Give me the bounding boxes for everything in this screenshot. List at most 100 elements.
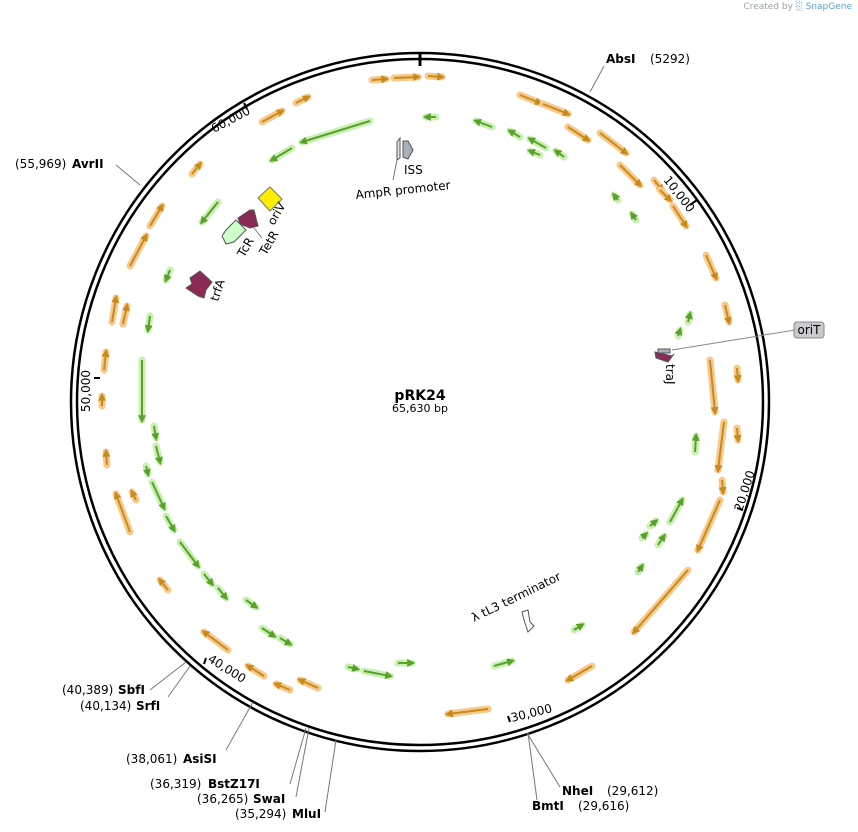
orf-arrow — [100, 348, 110, 374]
orf-arrow — [200, 628, 232, 654]
cds-arrow — [490, 657, 516, 670]
leader-bmti — [527, 732, 538, 801]
cds-arrow — [526, 147, 544, 159]
cds-arrow — [162, 266, 174, 284]
snapgene-credit: Created by ░ SnapGene — [743, 2, 852, 12]
cds-arrow — [214, 584, 230, 602]
iss-arrow-icon[interactable] — [402, 140, 414, 160]
credit-prefix: Created by — [743, 2, 793, 12]
orf-arrow — [718, 476, 727, 496]
traj-arrow-icon[interactable] — [654, 351, 675, 363]
orf-arrow — [669, 202, 690, 230]
cds-arrow — [148, 478, 168, 512]
orf-arrow — [424, 72, 446, 81]
site-sbfi-name[interactable]: SbfI — [118, 683, 145, 697]
site-asisi-name[interactable]: AsiSI — [183, 752, 217, 766]
site-mlui-name[interactable]: MluI — [292, 807, 321, 821]
traj-label: traJ — [663, 364, 677, 385]
site-bstz17i-name[interactable]: BstZ17I — [208, 777, 260, 791]
restriction-sites: AbsI (5292) (55,969) AvrII (40,389) SbfI… — [15, 52, 690, 821]
site-leaders — [115, 65, 605, 813]
orf-arrow — [128, 488, 140, 504]
site-bmti-name[interactable]: BmtI — [532, 799, 564, 813]
ampr-promoter-arrow-icon[interactable] — [396, 136, 401, 161]
cds-arrow — [152, 442, 164, 466]
cds-arrow — [610, 191, 622, 204]
leader-bstz17i — [289, 727, 307, 785]
cds-arrow — [506, 127, 524, 141]
tetr-label: TetR — [256, 228, 281, 258]
cds-arrow — [646, 517, 660, 530]
orit-badge[interactable] — [793, 321, 825, 339]
cds-arrow — [268, 144, 296, 164]
site-asisi-pos: (38,061) — [126, 752, 177, 766]
cds-arrow — [472, 117, 496, 131]
credit-brand: SnapGene — [805, 2, 852, 12]
cds-arrows — [138, 113, 700, 680]
cds-arrow — [666, 496, 686, 526]
leader-asisi — [225, 701, 254, 751]
site-nhei-pos: (29,612) — [607, 784, 658, 798]
cds-arrow — [242, 596, 260, 611]
site-swai-name[interactable]: SwaI — [253, 792, 285, 806]
leader-srfi — [167, 665, 191, 698]
site-srfi-name[interactable]: SrfI — [136, 699, 160, 713]
orit-leader — [671, 329, 796, 351]
cds-arrow — [526, 135, 550, 152]
orf-arrow — [146, 202, 166, 230]
terminator-label: λ tL3 terminator — [469, 569, 563, 624]
orf-arrow — [296, 676, 322, 692]
site-avrii-pos: (55,969) — [15, 157, 66, 171]
oriv-feature: oriV — [257, 186, 289, 228]
tcr-arrow-icon[interactable] — [221, 219, 247, 245]
cds-arrow — [570, 621, 586, 634]
ampr-promoter-label: AmpR promoter — [355, 178, 451, 202]
site-nhei-name[interactable]: NheI — [562, 784, 593, 798]
orf-arrow — [119, 302, 131, 328]
orf-arrow — [733, 424, 742, 444]
orf-arrow — [244, 662, 268, 680]
tick-label-50000: 50,000 — [79, 370, 93, 412]
cds-arrow — [691, 432, 700, 456]
site-swai-pos: (36,265) — [197, 792, 248, 806]
terminator-arrow-icon[interactable] — [521, 609, 535, 633]
orf-arrow — [706, 356, 719, 416]
leader-swai — [295, 727, 310, 798]
plasmid-name: pRK24 — [394, 388, 445, 404]
cds-arrow — [176, 538, 202, 570]
snapgene-logo-icon: ░ — [795, 2, 803, 12]
site-absi-pos: (5292) — [650, 52, 690, 66]
site-absi-name[interactable]: AbsI — [606, 52, 635, 66]
trfa-arrow-icon[interactable] — [185, 270, 213, 299]
orit-box-icon[interactable] — [657, 348, 671, 354]
plasmid-length: 65,630 bp — [392, 402, 448, 415]
cds-arrow — [654, 532, 668, 549]
orf-arrow — [630, 566, 692, 636]
orf-arrow — [733, 364, 742, 384]
tick-mark-10000 — [689, 199, 698, 206]
tetr-leader — [253, 227, 263, 239]
orf-arrow — [126, 232, 150, 270]
tick-mark-60000 — [243, 102, 248, 110]
cds-arrow — [552, 147, 568, 161]
cds-arrow — [150, 422, 160, 442]
leader-sbfi — [149, 661, 187, 691]
orf-arrow — [390, 73, 422, 82]
site-bmti-pos: (29,616) — [578, 799, 629, 813]
orf-arrow — [539, 100, 572, 118]
orf-arrow — [292, 93, 312, 107]
orf-arrow — [272, 680, 294, 694]
cds-arrow — [628, 210, 640, 224]
cds-arrow — [200, 570, 216, 588]
cds-arrow — [684, 310, 694, 326]
trfa-feature: trfA — [185, 270, 228, 303]
tick-mark-20000 — [736, 507, 744, 511]
orf-arrow — [596, 129, 630, 157]
orf-arrow — [156, 576, 172, 594]
site-avrii-name[interactable]: AvrII — [72, 157, 104, 171]
orf-arrow — [108, 294, 120, 326]
leader-absi — [589, 65, 605, 93]
ampr-promoter-leader — [392, 159, 398, 181]
oriv-box-icon[interactable] — [257, 186, 283, 212]
